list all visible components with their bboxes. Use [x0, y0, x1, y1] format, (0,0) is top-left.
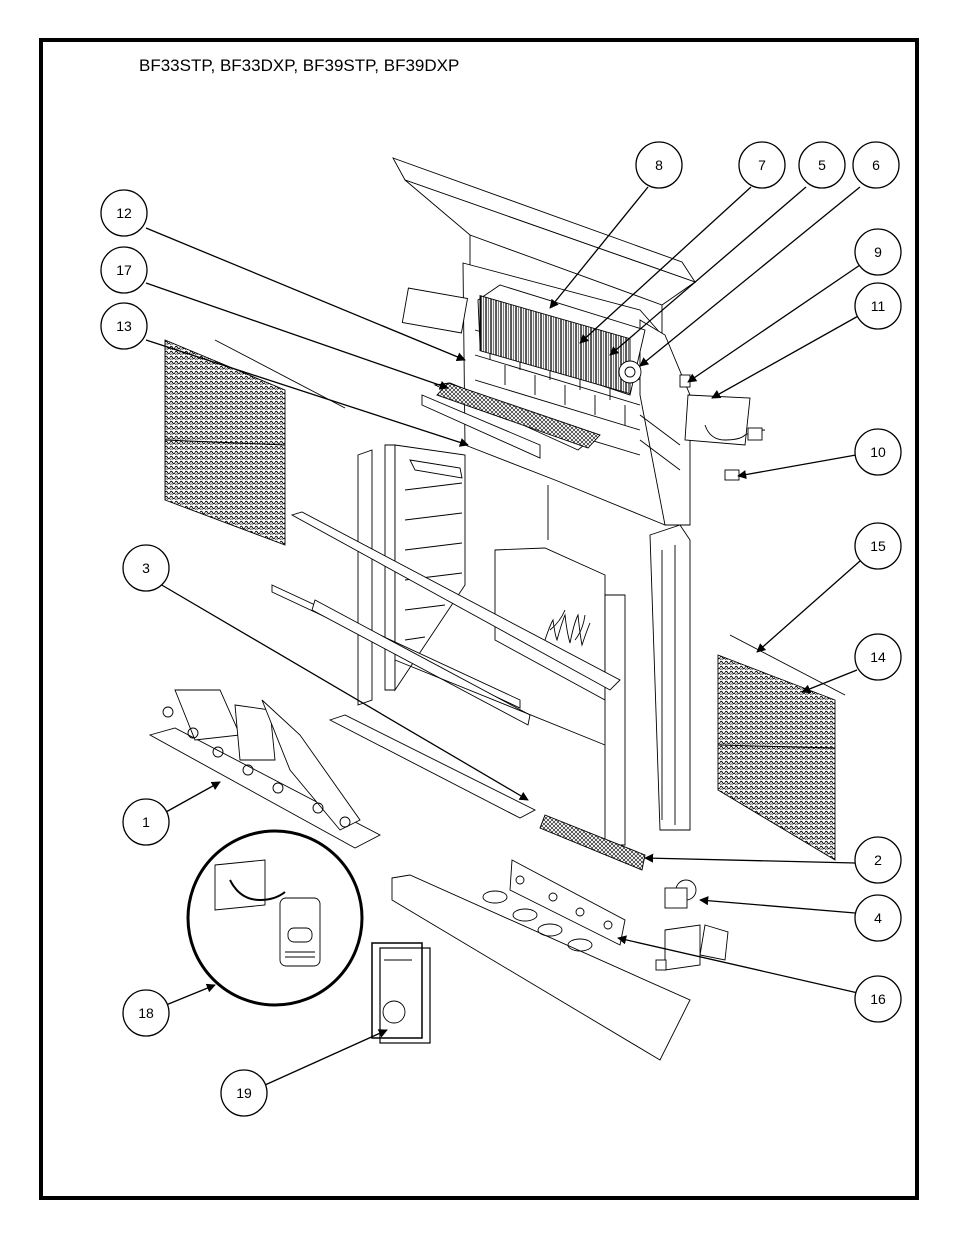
callout-label: 8 [655, 157, 663, 173]
callout-8: 8 [635, 141, 683, 189]
callout-label: 1 [142, 814, 150, 830]
wall-control [371, 942, 431, 1044]
callout-circle [854, 894, 902, 942]
diagram-border [39, 38, 919, 1200]
lower-burner-tray [391, 859, 691, 1061]
callout-label: 11 [871, 298, 886, 314]
callout-label: 15 [870, 538, 886, 554]
callout-4: 4 [854, 894, 902, 942]
callout-label: 13 [116, 318, 132, 334]
callout-13: 13 [100, 302, 148, 350]
callout-18: 18 [122, 989, 170, 1037]
callout-label: 19 [236, 1085, 252, 1101]
callout-label: 16 [870, 991, 886, 1007]
callout-circle [100, 246, 148, 294]
callout-circle [854, 836, 902, 884]
callout-3: 3 [122, 544, 170, 592]
callout-11: 11 [854, 282, 902, 330]
callout-circle [854, 633, 902, 681]
callout-label: 7 [758, 157, 766, 173]
remote-detail [186, 829, 364, 1007]
callout-14: 14 [854, 633, 902, 681]
callout-6: 6 [852, 141, 900, 189]
lower-brackets [655, 924, 729, 971]
callout-2: 2 [854, 836, 902, 884]
callout-circle [852, 141, 900, 189]
left-mesh-screen [164, 339, 346, 546]
model-title: BF33STP, BF33DXP, BF39STP, BF39DXP [139, 56, 460, 75]
callout-circle [854, 975, 902, 1023]
leader-lines [145, 186, 861, 1086]
callout-label: 10 [870, 444, 886, 460]
callout-circle [100, 189, 148, 237]
filter-panel [421, 382, 601, 459]
callout-circle [122, 798, 170, 846]
callout-label: 14 [870, 649, 886, 665]
right-trim-panels [604, 524, 691, 846]
callout-label: 12 [116, 205, 132, 221]
log-tray [148, 689, 381, 849]
right-mesh-screen [717, 634, 846, 861]
callout-circle [798, 141, 846, 189]
fan-motor [664, 879, 697, 909]
callout-9: 9 [854, 228, 902, 276]
callout-label: 6 [872, 157, 880, 173]
callout-label: 4 [874, 910, 882, 926]
callout-19: 19 [220, 1069, 268, 1117]
callout-7: 7 [738, 141, 786, 189]
switch-harness [679, 374, 766, 481]
callout-label: 5 [818, 157, 826, 173]
callout-circle [738, 141, 786, 189]
callout-circle [854, 228, 902, 276]
callout-circle [635, 141, 683, 189]
callout-label: 9 [874, 244, 882, 260]
callout-circle [122, 544, 170, 592]
callout-circle [854, 282, 902, 330]
callout-circle [220, 1069, 268, 1117]
ember-grate [539, 814, 646, 871]
long-rails [271, 511, 621, 819]
callout-circle [100, 302, 148, 350]
callout-15: 15 [854, 522, 902, 570]
callout-label: 2 [874, 852, 882, 868]
callout-10: 10 [854, 428, 902, 476]
callout-circle [854, 428, 902, 476]
callout-label: 18 [138, 1005, 154, 1021]
callout-12: 12 [100, 189, 148, 237]
callout-5: 5 [798, 141, 846, 189]
callout-label: 3 [142, 560, 150, 576]
left-side-panel [357, 444, 466, 706]
heater-assembly [401, 284, 646, 396]
callout-16: 16 [854, 975, 902, 1023]
callout-label: 17 [116, 262, 132, 278]
callout-circle [854, 522, 902, 570]
callout-circle [122, 989, 170, 1037]
callout-1: 1 [122, 798, 170, 846]
callout-17: 17 [100, 246, 148, 294]
